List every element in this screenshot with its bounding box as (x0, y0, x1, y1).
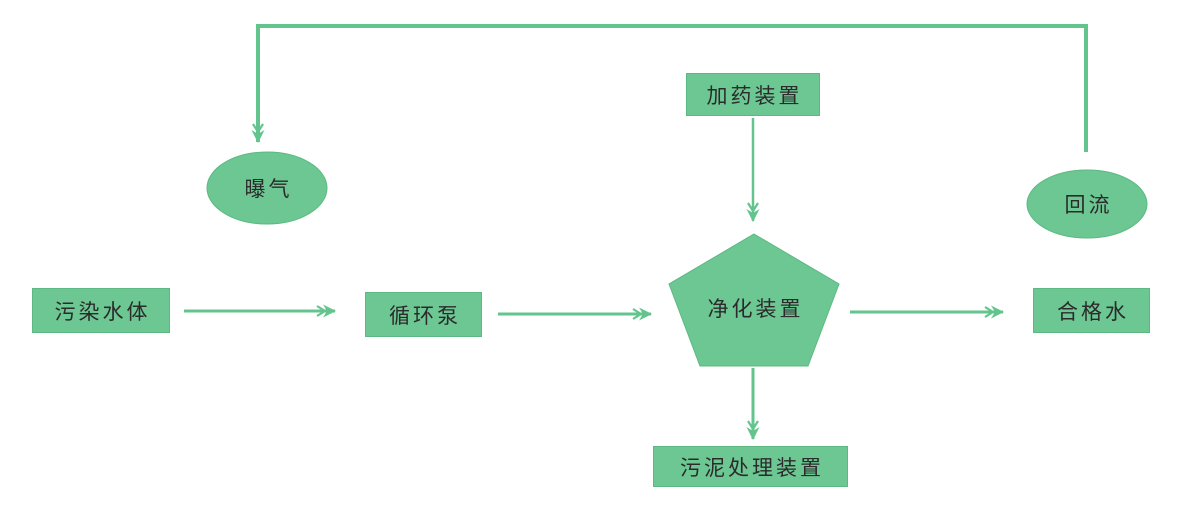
reflux-ellipse-shape (1026, 169, 1148, 239)
node-purification-device-label: 净化装置 (707, 298, 804, 321)
node-reflux-label: 回流 (1064, 194, 1113, 217)
node-qualified-water: 合格水 (1033, 288, 1150, 333)
node-dosing-device: 加药装置 (686, 73, 820, 116)
node-circulation-pump: 循环泵 (365, 292, 482, 337)
aeration-ellipse-shape (206, 151, 328, 225)
node-sludge-treatment: 污泥处理装置 (653, 446, 848, 487)
node-aeration-label: 曝气 (244, 178, 293, 201)
purifier-pentagon-shape (668, 233, 840, 367)
node-polluted-water: 污染水体 (32, 288, 170, 333)
edge-reflux-to-aeration (251, 24, 1088, 152)
